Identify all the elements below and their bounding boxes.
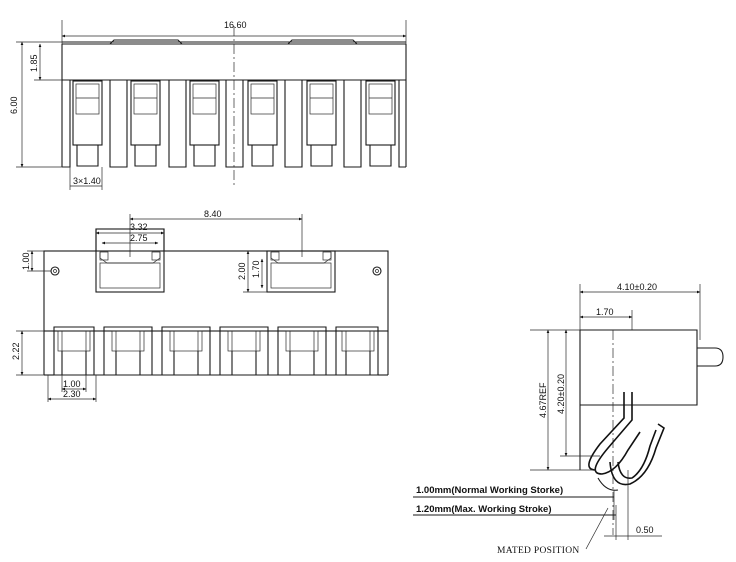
- right-mount-hole: [372, 266, 382, 276]
- body-width-label: 1.70: [596, 307, 614, 317]
- top-contact-5: [306, 80, 337, 167]
- left-slot: [99, 251, 161, 289]
- middle-contact-2: [103, 326, 153, 375]
- top-contact-6: [365, 80, 396, 167]
- spring-contact: [594, 392, 641, 475]
- pitch-label: 3×1.40: [73, 176, 101, 186]
- slot-height-inner-label: 1.70: [251, 260, 261, 278]
- middle-contact-4: [219, 326, 269, 375]
- slot-pitch-label: 8.40: [204, 209, 222, 219]
- middle-contact-1: [53, 326, 95, 375]
- offset-label: 0.50: [636, 525, 654, 535]
- contact-outer-width-label: 2.30: [63, 389, 81, 399]
- contact-height-side-label: 4.20±0.20: [556, 374, 566, 414]
- middle-contact-6: [335, 326, 379, 375]
- top-contact-2: [130, 80, 161, 167]
- mated-position-label: MATED POSITION: [497, 546, 580, 556]
- normal-stroke-label: 1.00mm(Normal Working Storke): [416, 485, 563, 496]
- right-slot: [270, 251, 332, 289]
- ref-height-label: 4.67REF: [538, 382, 548, 418]
- tab-height-label: 1.85: [29, 54, 39, 72]
- slot-inner-label: 2.75: [130, 233, 148, 243]
- overall-depth-label: 4.10±0.20: [617, 282, 657, 292]
- contact-height-label: 2.22: [11, 342, 21, 360]
- top-contact-3: [189, 80, 220, 167]
- left-mount-hole: [50, 266, 60, 276]
- top-contact-1: [72, 80, 103, 167]
- top-contact-4: [247, 80, 278, 167]
- top-view: 16.60: [9, 20, 407, 190]
- side-view: 4.10±0.20 1.70 4.67REF 4.20±0.20 1.00mm(…: [413, 282, 724, 556]
- contact-inner-width-label: 1.00: [63, 379, 81, 389]
- middle-view: 8.40 3.32 2.75 1.0: [11, 209, 389, 402]
- height-label: 6.00: [9, 96, 19, 114]
- slot-height-outer-label: 2.00: [237, 262, 247, 280]
- middle-contact-5: [277, 326, 327, 375]
- max-stroke-label: 1.20mm(Max. Working Stroke): [416, 504, 552, 515]
- hole-offset-label: 1.00: [21, 252, 31, 270]
- overall-width-label: 16.60: [224, 20, 247, 30]
- middle-contact-3: [161, 326, 211, 375]
- slot-outer-label: 3.32: [130, 222, 148, 232]
